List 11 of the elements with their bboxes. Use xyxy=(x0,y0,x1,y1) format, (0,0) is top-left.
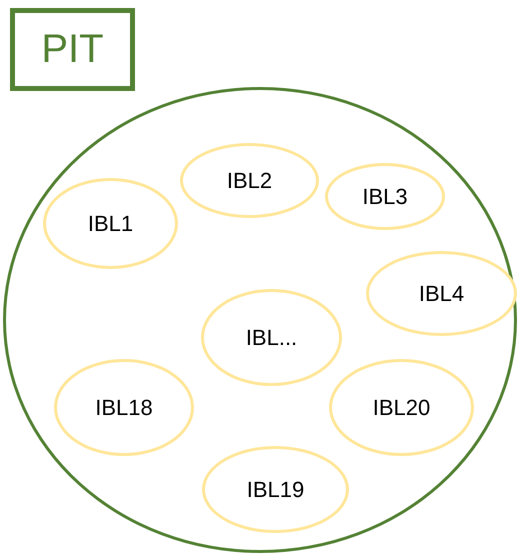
node-label: IBL19 xyxy=(246,476,304,502)
title-box xyxy=(10,8,135,91)
node-label: IBL3 xyxy=(362,184,408,210)
node-label: IBL20 xyxy=(372,394,430,420)
node-label: IBL4 xyxy=(418,280,464,306)
node-label: PIT xyxy=(41,27,104,72)
node-label: IBL2 xyxy=(226,168,272,194)
node-label: IBL... xyxy=(246,324,298,350)
node-label: IBL18 xyxy=(95,394,153,420)
large-circle xyxy=(3,87,517,553)
node-label: IBL1 xyxy=(88,210,134,236)
